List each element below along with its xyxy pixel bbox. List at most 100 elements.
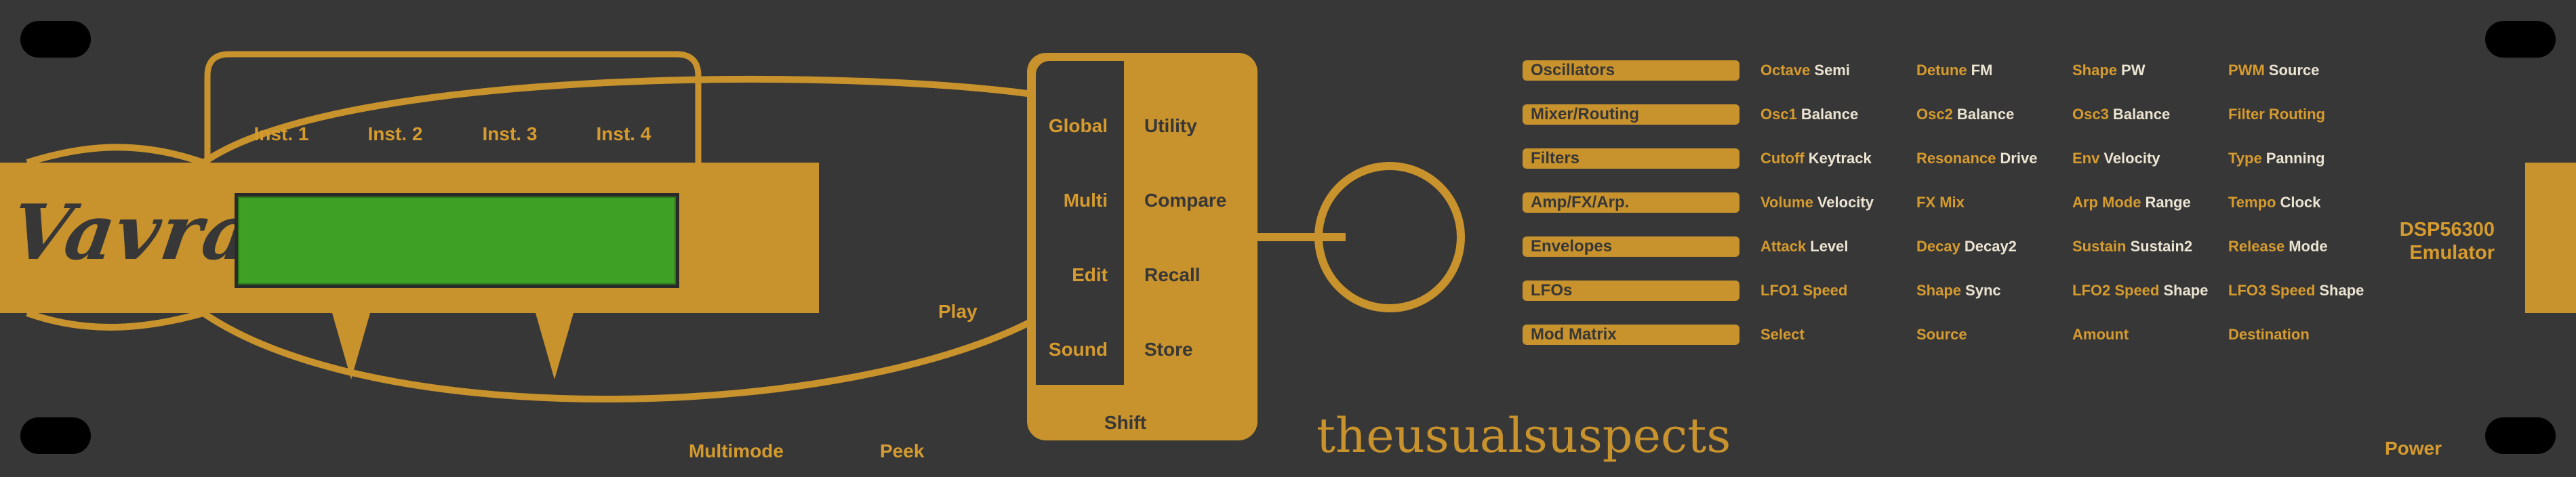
peek-button[interactable]: Peek	[880, 440, 925, 461]
param-primary-label: Select	[1760, 326, 1805, 343]
logo: Vavra	[5, 188, 260, 277]
param-primary-label: Octave	[1760, 62, 1811, 79]
dsp-line2: Emulator	[2409, 242, 2495, 264]
store-button[interactable]: Store	[1144, 339, 1193, 360]
right-tab	[2525, 163, 2576, 313]
param-primary-label: Attack	[1760, 238, 1807, 255]
param-primary-label: Env	[2072, 150, 2100, 167]
param-shift-label: Velocity	[1817, 194, 1874, 211]
param-shift-label: Shape	[2163, 282, 2209, 299]
param-shift-label: Drive	[2000, 150, 2038, 167]
param-primary-label: Release	[2228, 238, 2285, 255]
param-6-1: Source	[1916, 326, 1971, 344]
multi-button[interactable]: Multi	[1063, 190, 1108, 211]
param-primary-label: Sustain	[2072, 238, 2127, 255]
param-primary-label: LFO2 Speed	[2072, 282, 2160, 299]
param-6-0: Select	[1760, 326, 1809, 344]
param-shift-label: Source	[2268, 62, 2320, 79]
ellipse-outline	[26, 76, 1039, 403]
dsp-label: DSP56300 Emulator	[2373, 218, 2495, 264]
param-primary-label: PWM	[2228, 62, 2265, 79]
param-shift-label: Sync	[1965, 282, 2001, 299]
param-primary-label: LFO3 Speed	[2228, 282, 2316, 299]
param-shift-label: Panning	[2266, 150, 2325, 167]
inst-pointer-right	[536, 313, 573, 379]
param-primary-label: Detune	[1916, 62, 1967, 79]
section-5-button[interactable]: LFOs	[1523, 281, 1739, 301]
param-primary-label: Shape	[1916, 282, 1962, 299]
mount-hole-top-right	[2485, 21, 2556, 58]
mode-bracket-inner	[1036, 61, 1124, 385]
recall-button[interactable]: Recall	[1144, 264, 1201, 285]
power-button[interactable]: Power	[2385, 438, 2442, 459]
param-primary-label: Osc2	[1916, 106, 1953, 123]
global-button[interactable]: Global	[1048, 115, 1108, 136]
param-primary-label: Osc3	[2072, 106, 2109, 123]
shift-button[interactable]: Shift	[1104, 412, 1147, 433]
sound-button[interactable]: Sound	[1048, 339, 1108, 360]
param-primary-label: FX Mix	[1916, 194, 1965, 211]
param-primary-label: Destination	[2228, 326, 2310, 343]
param-shift-label: Balance	[1956, 106, 2015, 123]
param-shift-label: PW	[2121, 62, 2146, 79]
param-primary-label: Osc1	[1760, 106, 1797, 123]
param-shift-label: FM	[1971, 62, 1993, 79]
play-button[interactable]: Play	[938, 301, 978, 322]
section-0-button[interactable]: Oscillators	[1523, 60, 1739, 81]
compare-button[interactable]: Compare	[1144, 190, 1227, 211]
section-1-button[interactable]: Mixer/Routing	[1523, 104, 1739, 125]
param-shift-label: Clock	[2280, 194, 2321, 211]
mount-hole-bottom-right	[2485, 417, 2556, 454]
param-shift-label: Level	[1810, 238, 1849, 255]
dsp-line1: DSP56300	[2399, 219, 2495, 241]
inst-2-button[interactable]: Inst. 2	[367, 123, 423, 144]
inst-4-button[interactable]: Inst. 4	[596, 123, 651, 144]
inst-1-button[interactable]: Inst. 1	[254, 123, 309, 144]
param-shift-label: Semi	[1814, 62, 1850, 79]
param-3-1: FX Mix	[1916, 194, 1969, 211]
brand-wordmark: theusualsuspects	[1316, 408, 1731, 463]
inst-3-button[interactable]: Inst. 3	[482, 123, 538, 144]
param-primary-label: Decay	[1916, 238, 1960, 255]
section-2-button[interactable]: Filters	[1523, 148, 1739, 169]
param-primary-label: Type	[2228, 150, 2262, 167]
section-6-button[interactable]: Mod Matrix	[1523, 325, 1739, 345]
edit-button[interactable]: Edit	[1072, 264, 1108, 285]
lcd-display	[235, 193, 679, 288]
section-4-button[interactable]: Envelopes	[1523, 236, 1739, 257]
inst-pointer-left	[332, 313, 370, 379]
mount-hole-top-left	[20, 21, 91, 58]
param-primary-label: Resonance	[1916, 150, 1996, 167]
param-shift-label: Sustain2	[2130, 238, 2193, 255]
instrument-bracket	[204, 51, 702, 163]
param-shift-label: Balance	[2112, 106, 2171, 123]
utility-button[interactable]: Utility	[1144, 115, 1197, 136]
mount-hole-bottom-left	[20, 417, 91, 454]
param-primary-label: Volume	[1760, 194, 1813, 211]
param-shift-label: Range	[2145, 194, 2191, 211]
multimode-button[interactable]: Multimode	[689, 440, 784, 461]
param-1-3: Filter Routing	[2228, 106, 2329, 123]
param-shift-label: Shape	[2319, 282, 2364, 299]
rotary-knob[interactable]	[1322, 169, 1457, 305]
param-shift-label: Decay2	[1964, 238, 2017, 255]
section-3-button[interactable]: Amp/FX/Arp.	[1523, 192, 1739, 213]
